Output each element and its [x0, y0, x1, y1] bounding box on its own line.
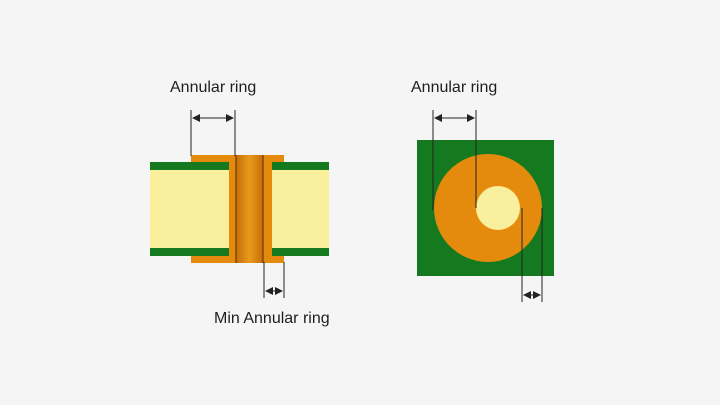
- laminate-left: [150, 170, 229, 248]
- soldermask-bottom-left: [150, 248, 229, 256]
- min-annular-ring-label: Min Annular ring: [214, 310, 330, 327]
- drill-hole: [476, 186, 520, 230]
- soldermask-top-right: [272, 162, 329, 170]
- laminate-right: [272, 170, 329, 248]
- cross-section-view: [150, 110, 329, 298]
- soldermask-bottom-right: [272, 248, 329, 256]
- soldermask-top-left: [150, 162, 229, 170]
- annular-ring-label-right: Annular ring: [411, 79, 498, 96]
- via-barrel: [236, 155, 263, 263]
- annular-ring-label-left: Annular ring: [170, 79, 257, 96]
- top-view: [417, 110, 554, 302]
